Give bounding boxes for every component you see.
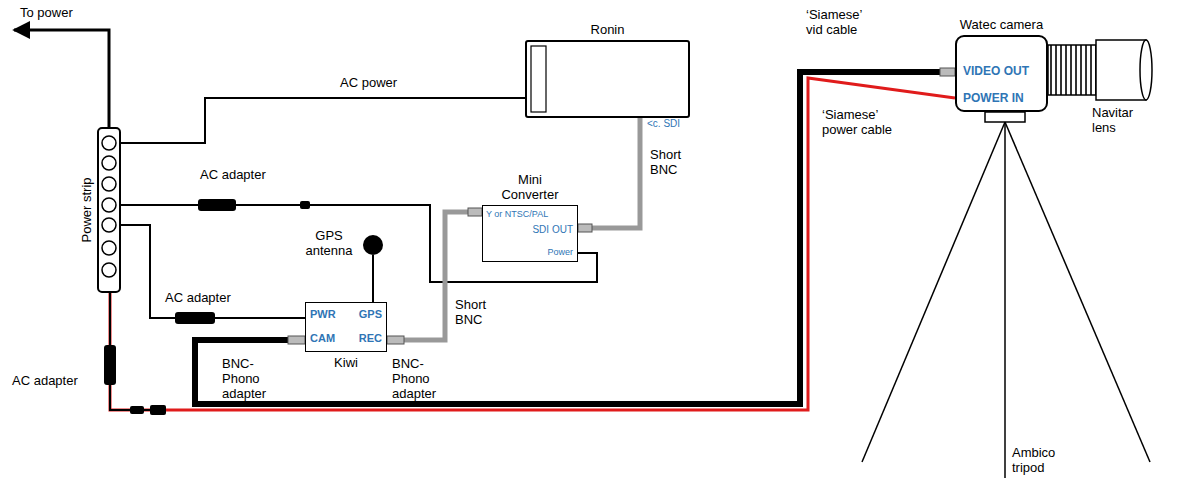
cable [372, 255, 374, 302]
part-label: Navitar lens [1092, 106, 1152, 136]
node-text: SDI OUT [532, 224, 573, 236]
part-label: ‘Siamese’ vid cable [806, 8, 872, 38]
ronin-monitor: Ronin<c. SDI [525, 40, 690, 118]
node-text: Mini Converter [494, 173, 566, 203]
lens-front [1140, 40, 1152, 100]
cable [195, 72, 955, 404]
power-strip-body [98, 128, 120, 292]
tripod-mount [985, 112, 1025, 122]
tripod-legs [862, 122, 1150, 478]
outlets [102, 136, 116, 277]
part-label: BNC-Phono adapter [222, 357, 288, 402]
node-text: Y or NTSC/PAL [486, 209, 548, 219]
part-label: ‘Siamese’ power cable [822, 108, 902, 138]
part-label: BNC-Phono adapter [392, 357, 458, 402]
cable-label: Short BNC [455, 298, 495, 328]
node-text: Watec camera [960, 18, 1043, 33]
node-text: <c. SDI [647, 118, 680, 130]
ronin-screen-edge [531, 46, 546, 112]
part-label: Ambico tripod [1012, 446, 1072, 476]
node-text: Kiwi [334, 356, 358, 371]
node-text: Ronin [591, 23, 625, 38]
node-text: GPS [359, 308, 382, 321]
node-text: VIDEO OUT [963, 65, 1029, 79]
power-strip: Power strip [78, 128, 120, 292]
node-text: Power [547, 247, 573, 257]
cable-label: AC adapter [200, 168, 280, 183]
cable-label: AC adapter [12, 374, 92, 389]
lens-focus-ring [1048, 45, 1096, 95]
adapter-cord [110, 292, 165, 410]
kiwi-box: PWRGPSCAMRECKiwi [305, 302, 387, 352]
cable-label: Short BNC [650, 148, 690, 178]
mini-converter: Mini ConverterY or NTSC/PALSDI OUTPower [482, 205, 578, 262]
part-label: To power [20, 6, 110, 21]
bnc-connectors [288, 68, 955, 344]
node-text: GPS antenna [303, 229, 355, 259]
node-text: PWR [310, 308, 336, 321]
node-text: CAM [310, 332, 335, 345]
ac-adapters [104, 199, 310, 415]
cable [110, 78, 955, 410]
gps-antenna: GPS antenna [363, 235, 383, 255]
watec-camera: Watec cameraVIDEO OUTPOWER IN [955, 35, 1048, 112]
node-text: Power strip [80, 177, 95, 242]
cable [578, 118, 640, 228]
cable-label: AC adapter [165, 291, 245, 306]
power-arrow [14, 30, 109, 128]
cable [120, 225, 305, 318]
cable-label: AC power [340, 76, 410, 91]
cable [120, 98, 525, 143]
node-text: POWER IN [963, 92, 1024, 106]
node-text: REC [359, 332, 382, 345]
cable [120, 205, 597, 282]
lens-barrel [1096, 40, 1146, 100]
